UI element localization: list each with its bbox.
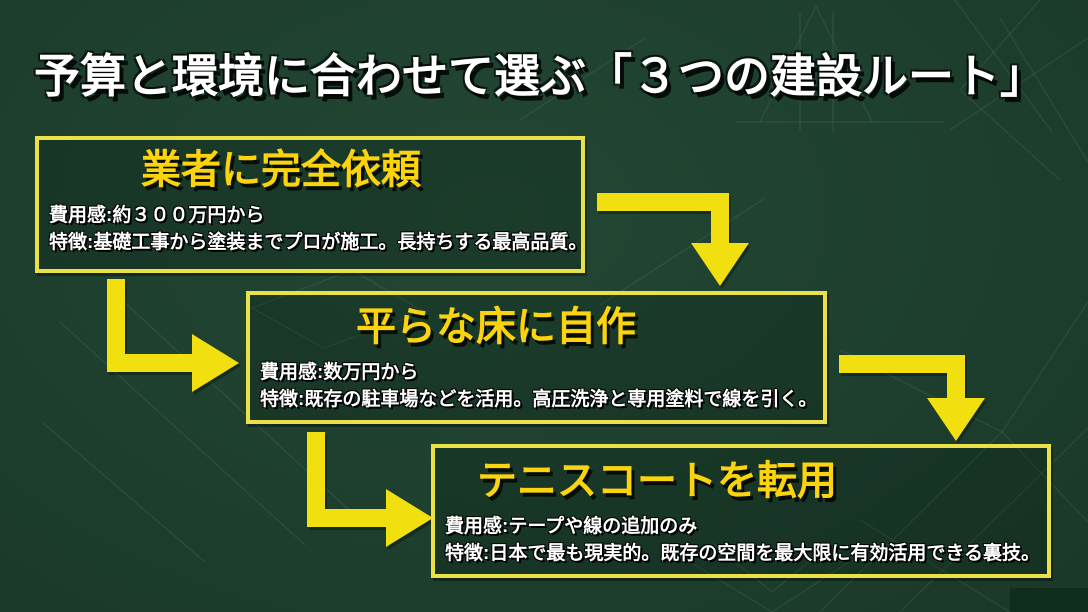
arrow-bar [307, 509, 387, 527]
slide-title: 予算と環境に合わせて選ぶ「３つの建設ルート」 [34, 50, 1046, 102]
route-box-diy-flat-floor: 平らな床に自作 費用感:数万円から 特徴:既存の駐車場などを活用。高圧洗浄と専用… [246, 291, 827, 424]
route-title: 平らな床に自作 [356, 305, 636, 349]
arrow-bar [597, 193, 729, 211]
arrow-bar [839, 355, 965, 373]
arrowhead-right-icon [192, 334, 239, 392]
route-details: 費用感:テープや線の追加のみ 特徴:日本で最も現実的。既存の空間を最大限に有効活… [435, 513, 1047, 567]
route-box-tennis-court: テニスコートを転用 費用感:テープや線の追加のみ 特徴:日本で最も現実的。既存の… [431, 444, 1051, 578]
route-feature: 特徴:既存の駐車場などを活用。高圧洗浄と専用塗料で線を引く。 [260, 388, 818, 410]
route-details: 費用感:数万円から 特徴:既存の駐車場などを活用。高圧洗浄と専用塗料で線を引く。 [250, 359, 823, 413]
arrowhead-down-icon [691, 243, 749, 286]
arrowhead-right-icon [386, 489, 433, 547]
route-cost: 費用感:約３００万円から [49, 204, 265, 226]
route-cost: 費用感:テープや線の追加のみ [445, 515, 698, 537]
route-title: テニスコートを転用 [477, 459, 837, 503]
route-cost: 費用感:数万円から [260, 361, 419, 383]
arrow-bar [107, 354, 193, 372]
route-box-contractor: 業者に完全依頼 費用感:約３００万円から 特徴:基礎工事から塗装までプロが施工。… [35, 136, 588, 273]
arrow-bar [107, 279, 125, 372]
route-feature: 特徴:日本で最も現実的。既存の空間を最大限に有効活用できる裏技。 [445, 542, 1040, 564]
route-title: 業者に完全依頼 [141, 148, 421, 192]
arrow-bar [947, 355, 965, 400]
background-dark-patch [1010, 588, 1088, 612]
arrow-bar [307, 432, 325, 527]
route-feature: 特徴:基礎工事から塗装までプロが施工。長持ちする最高品質。 [49, 231, 588, 253]
route-details: 費用感:約３００万円から 特徴:基礎工事から塗装までプロが施工。長持ちする最高品… [39, 202, 588, 256]
arrow-bar [711, 193, 729, 245]
arrowhead-down-icon [927, 398, 985, 441]
